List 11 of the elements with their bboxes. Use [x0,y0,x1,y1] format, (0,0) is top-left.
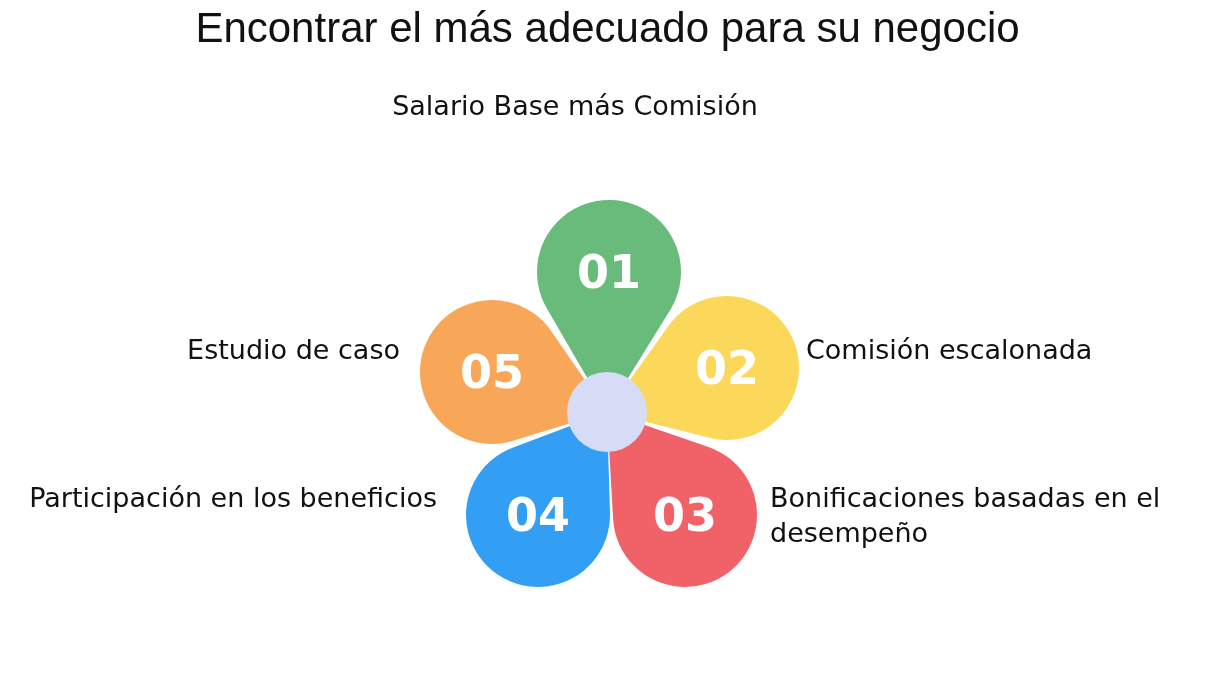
title: Encontrar el más adecuado para su negocio [194,4,1021,52]
step-number: 05 [460,349,524,395]
petal-caption: Salario Base más Comisión [391,89,759,123]
petal-caption: Bonificaciones basadas en el desempeño [770,481,1162,551]
step-number: 03 [653,492,717,538]
step-number: 01 [577,249,641,295]
petal-caption: Estudio de caso [186,333,400,367]
petal-caption: Comisión escalonada [806,333,1094,367]
step-number: 02 [695,345,759,391]
step-number: 04 [506,492,570,538]
petal-caption: Participación en los beneficios [28,481,437,515]
